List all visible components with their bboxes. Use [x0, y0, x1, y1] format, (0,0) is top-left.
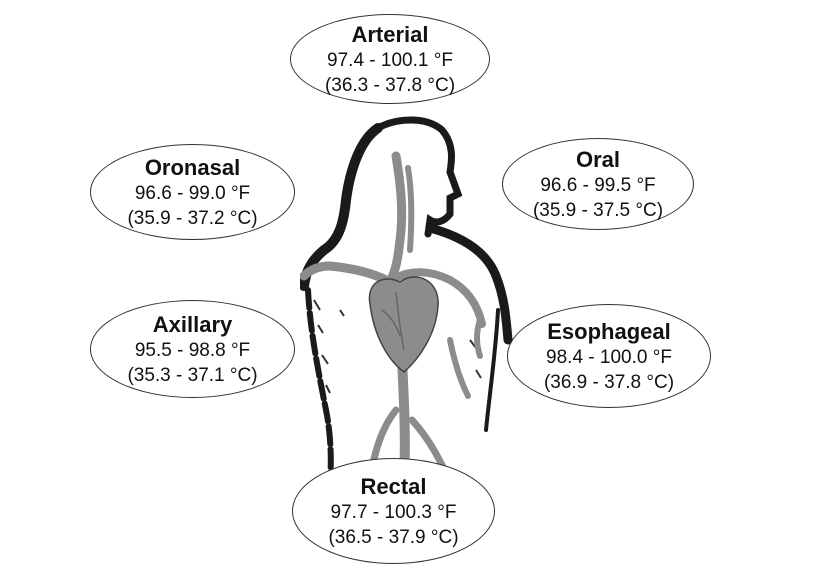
arterial-celsius: (36.3 - 37.8 °C)	[324, 74, 456, 96]
arterial-bubble: Arterial 97.4 - 100.1 °F (36.3 - 37.8 °C…	[290, 14, 490, 104]
oronasal-bubble: Oronasal 96.6 - 99.0 °F (35.9 - 37.2 °C)	[90, 144, 295, 240]
back-outline	[300, 123, 383, 291]
oronasal-title: Oronasal	[144, 154, 241, 180]
esophageal-celsius: (36.9 - 37.8 °C)	[543, 371, 675, 393]
shading	[313, 299, 482, 394]
oral-fahrenheit: 96.6 - 99.5 °F	[540, 174, 656, 196]
torso-left-outline	[305, 287, 334, 483]
oral-title: Oral	[575, 146, 621, 172]
heart	[368, 276, 439, 373]
human-circulatory-illustration	[300, 116, 513, 486]
rectal-title: Rectal	[360, 473, 427, 499]
rectal-fahrenheit: 97.7 - 100.3 °F	[330, 501, 457, 523]
axillary-celsius: (35.3 - 37.1 °C)	[127, 364, 258, 386]
axillary-bubble: Axillary 95.5 - 98.8 °F (35.3 - 37.1 °C)	[90, 300, 295, 398]
esophageal-title: Esophageal	[547, 318, 671, 344]
rectal-bubble: Rectal 97.7 - 100.3 °F (36.5 - 37.9 °C)	[292, 458, 495, 564]
axillary-fahrenheit: 95.5 - 98.8 °F	[134, 339, 251, 361]
axillary-title: Axillary	[152, 311, 233, 337]
oronasal-fahrenheit: 96.6 - 99.0 °F	[134, 182, 251, 204]
oral-celsius: (35.9 - 37.5 °C)	[532, 199, 664, 221]
front-shoulder-outline	[425, 223, 513, 345]
arterial-fahrenheit: 97.4 - 100.1 °F	[327, 49, 453, 71]
head-outline	[374, 116, 463, 238]
oral-bubble: Oral 96.6 - 99.5 °F (35.9 - 37.5 °C)	[502, 138, 694, 230]
heart-detail	[381, 291, 405, 351]
rectal-celsius: (36.5 - 37.9 °C)	[328, 526, 459, 548]
oronasal-celsius: (35.9 - 37.2 °C)	[127, 207, 258, 229]
esophageal-bubble: Esophageal 98.4 - 100.0 °F (36.9 - 37.8 …	[507, 304, 711, 408]
torso-right-outline	[484, 308, 500, 432]
esophageal-fahrenheit: 98.4 - 100.0 °F	[546, 346, 672, 368]
arterial-title: Arterial	[351, 21, 429, 47]
